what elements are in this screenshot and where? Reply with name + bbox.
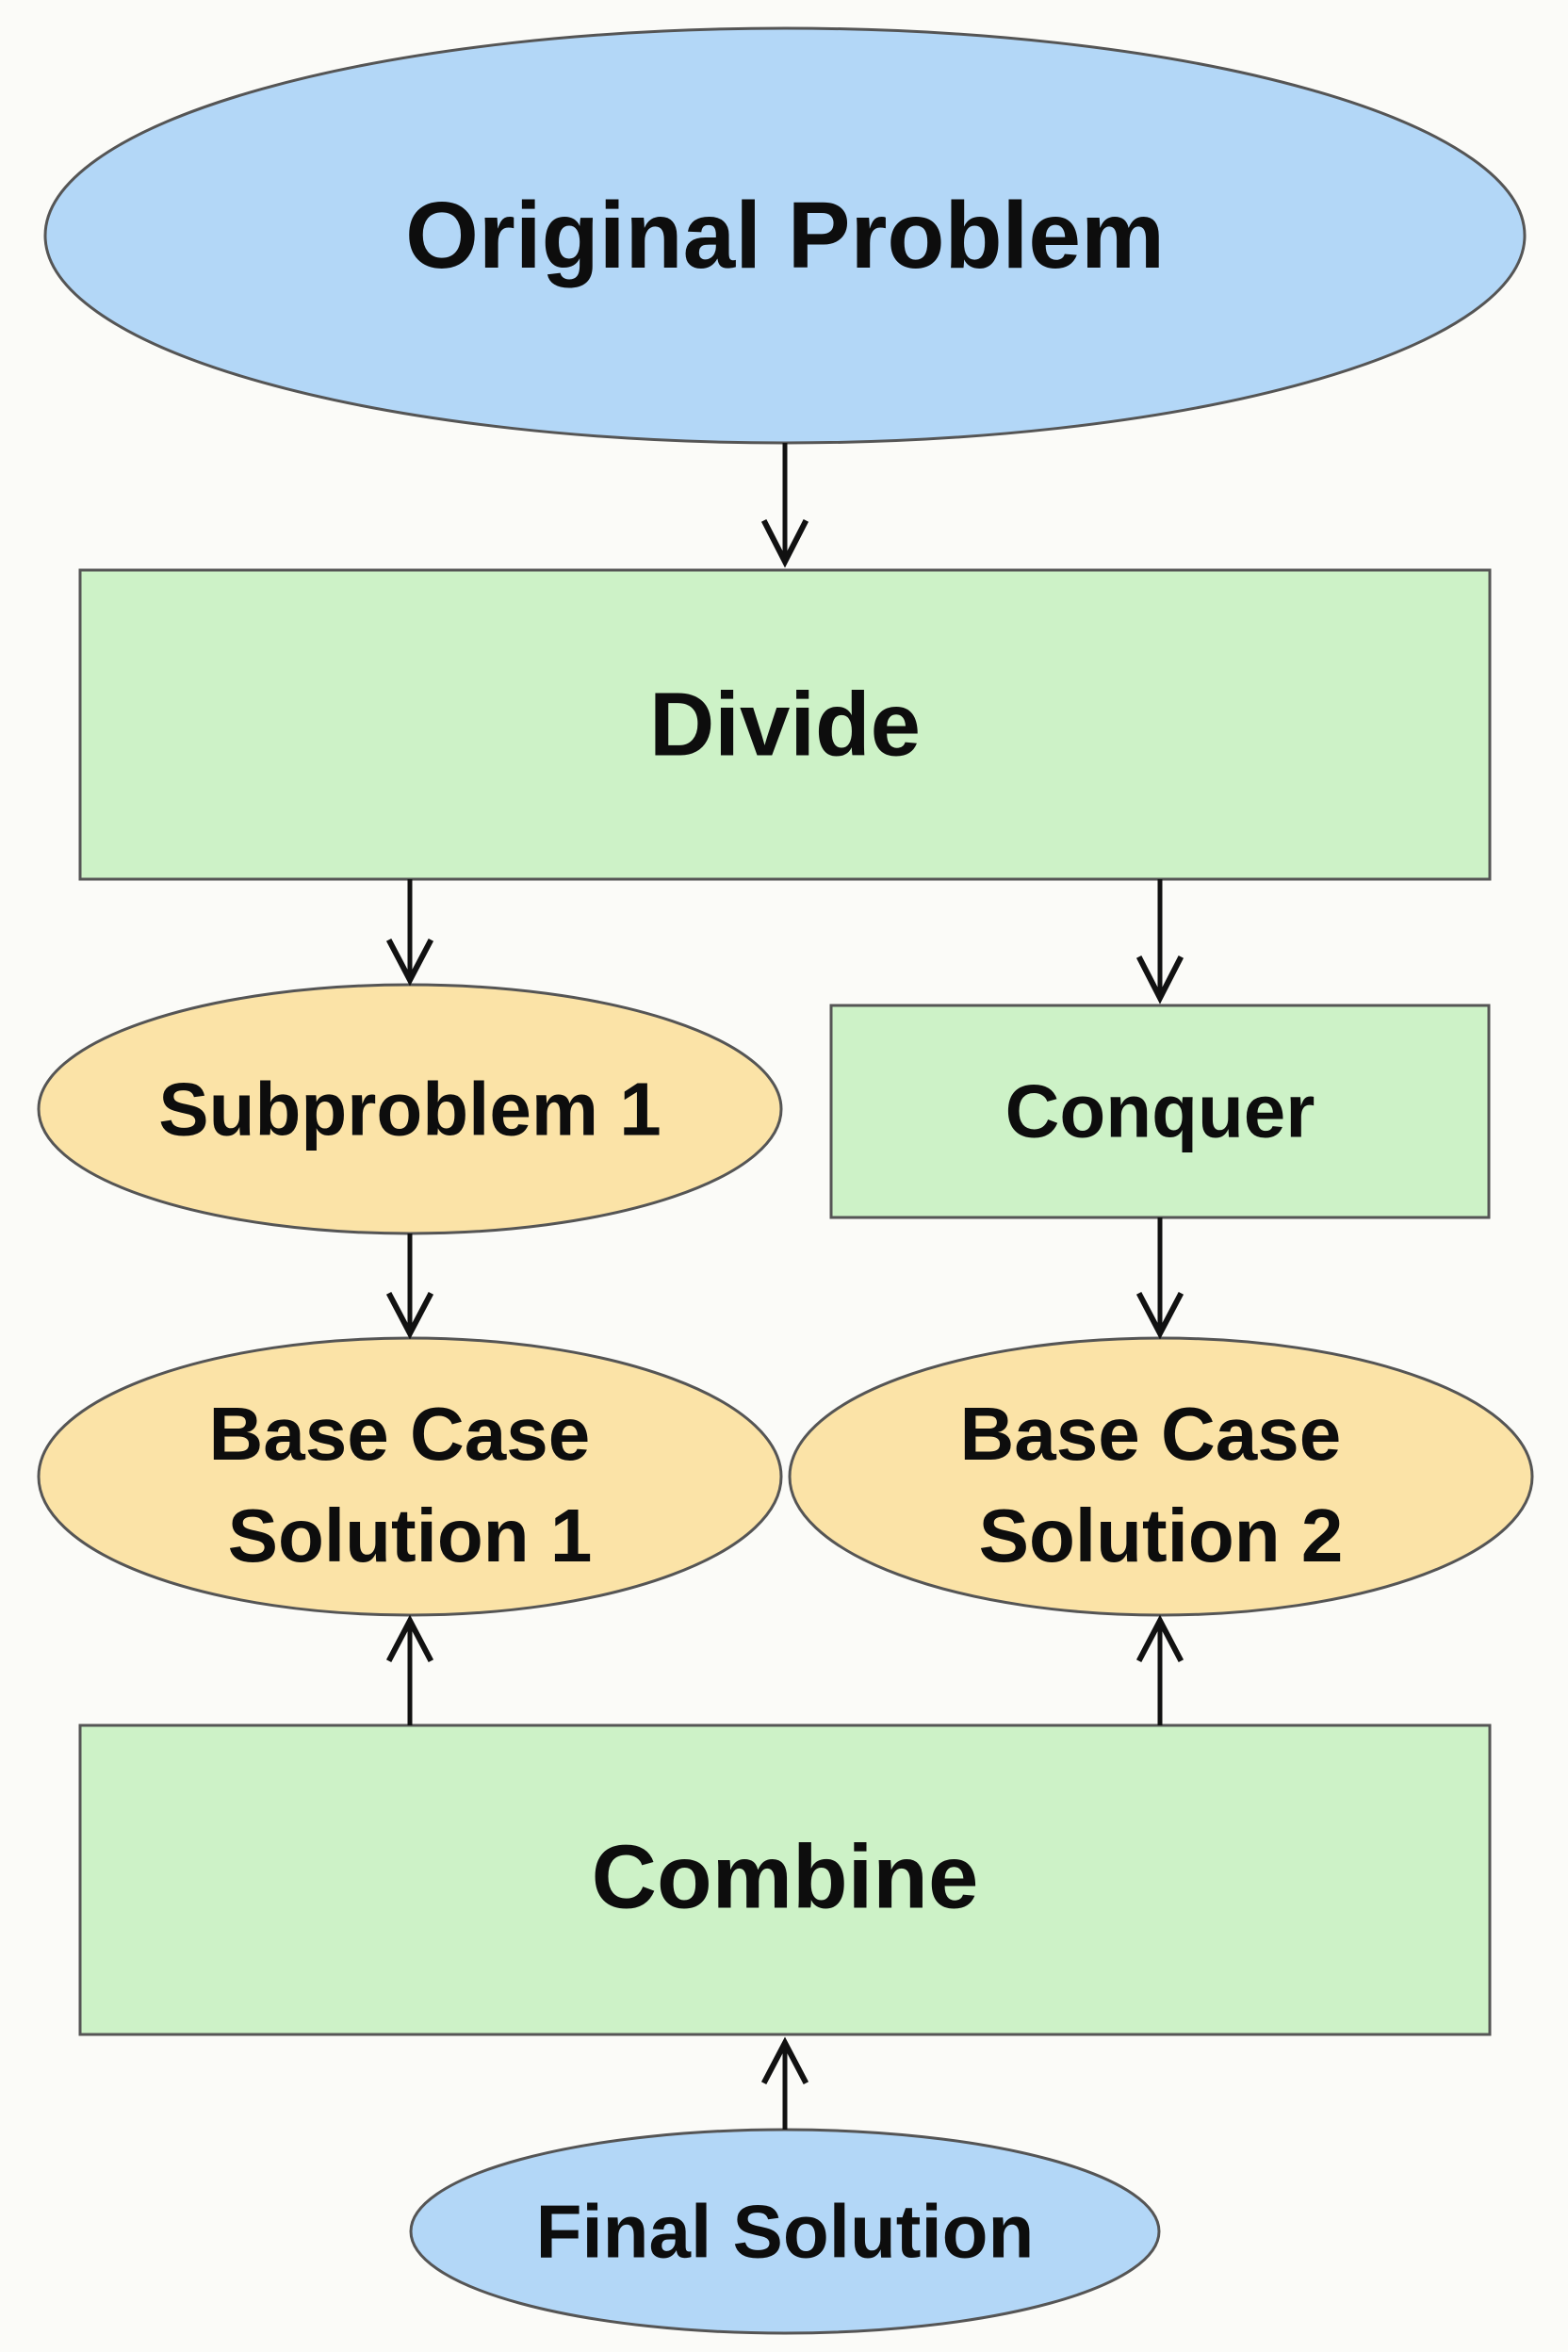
arrowhead: [1135, 1291, 1184, 1340]
node-conquer: Conquer: [829, 1004, 1491, 1219]
arrowhead: [385, 938, 434, 987]
original-problem-label: Original Problem: [405, 183, 1165, 288]
arrowhead: [760, 518, 809, 568]
edge-divide-to-subproblem-1: [385, 879, 434, 987]
edge-combine-to-base-case-solution-1: [385, 1614, 434, 1725]
edge-final-solution-to-combine: [760, 2036, 809, 2130]
edge-original-to-divide: [760, 443, 809, 568]
node-original-problem: Original Problem: [43, 26, 1527, 445]
edge-combine-to-base-case-solution-2: [1135, 1614, 1184, 1725]
base-case-solution-2-shape: [788, 1336, 1534, 1617]
base-case-solution-1-label: Base Case Solution 1: [209, 1392, 612, 1577]
base-case-solution-2-label: Base Case Solution 2: [960, 1392, 1363, 1577]
edge-subproblem-1-to-base-case-solution-1: [385, 1233, 434, 1340]
arrowhead: [1135, 955, 1184, 1004]
base-case-solution-1-line2: Solution 1: [228, 1494, 593, 1577]
combine-label: Combine: [592, 1827, 979, 1928]
arrowhead: [385, 1291, 434, 1340]
node-combine: Combine: [78, 1723, 1492, 2036]
divide-shape: [78, 568, 1492, 881]
subproblem-1-label: Subproblem 1: [158, 1068, 661, 1152]
edge-conquer-to-base-case-solution-2: [1135, 1217, 1184, 1340]
node-final-solution: Final Solution: [409, 2128, 1161, 2335]
divide-label: Divide: [649, 675, 921, 776]
base-case-solution-2-line2: Solution 2: [979, 1494, 1344, 1577]
node-base-case-solution-2: Base Case Solution 2: [788, 1336, 1534, 1617]
final-solution-label: Final Solution: [536, 2190, 1035, 2274]
node-base-case-solution-1: Base Case Solution 1: [37, 1336, 783, 1617]
combine-shape: [78, 1723, 1492, 2036]
conquer-shape: [829, 1004, 1491, 1219]
base-case-solution-1-line1: Base Case: [209, 1392, 591, 1476]
conquer-label: Conquer: [1005, 1070, 1315, 1153]
node-subproblem-1: Subproblem 1: [37, 983, 783, 1235]
arrowhead: [385, 1614, 434, 1663]
arrowhead: [760, 2036, 809, 2085]
edge-divide-to-conquer: [1135, 879, 1184, 1004]
node-divide: Divide: [78, 568, 1492, 881]
arrowhead: [1135, 1614, 1184, 1663]
base-case-solution-2-line1: Base Case: [960, 1392, 1342, 1476]
